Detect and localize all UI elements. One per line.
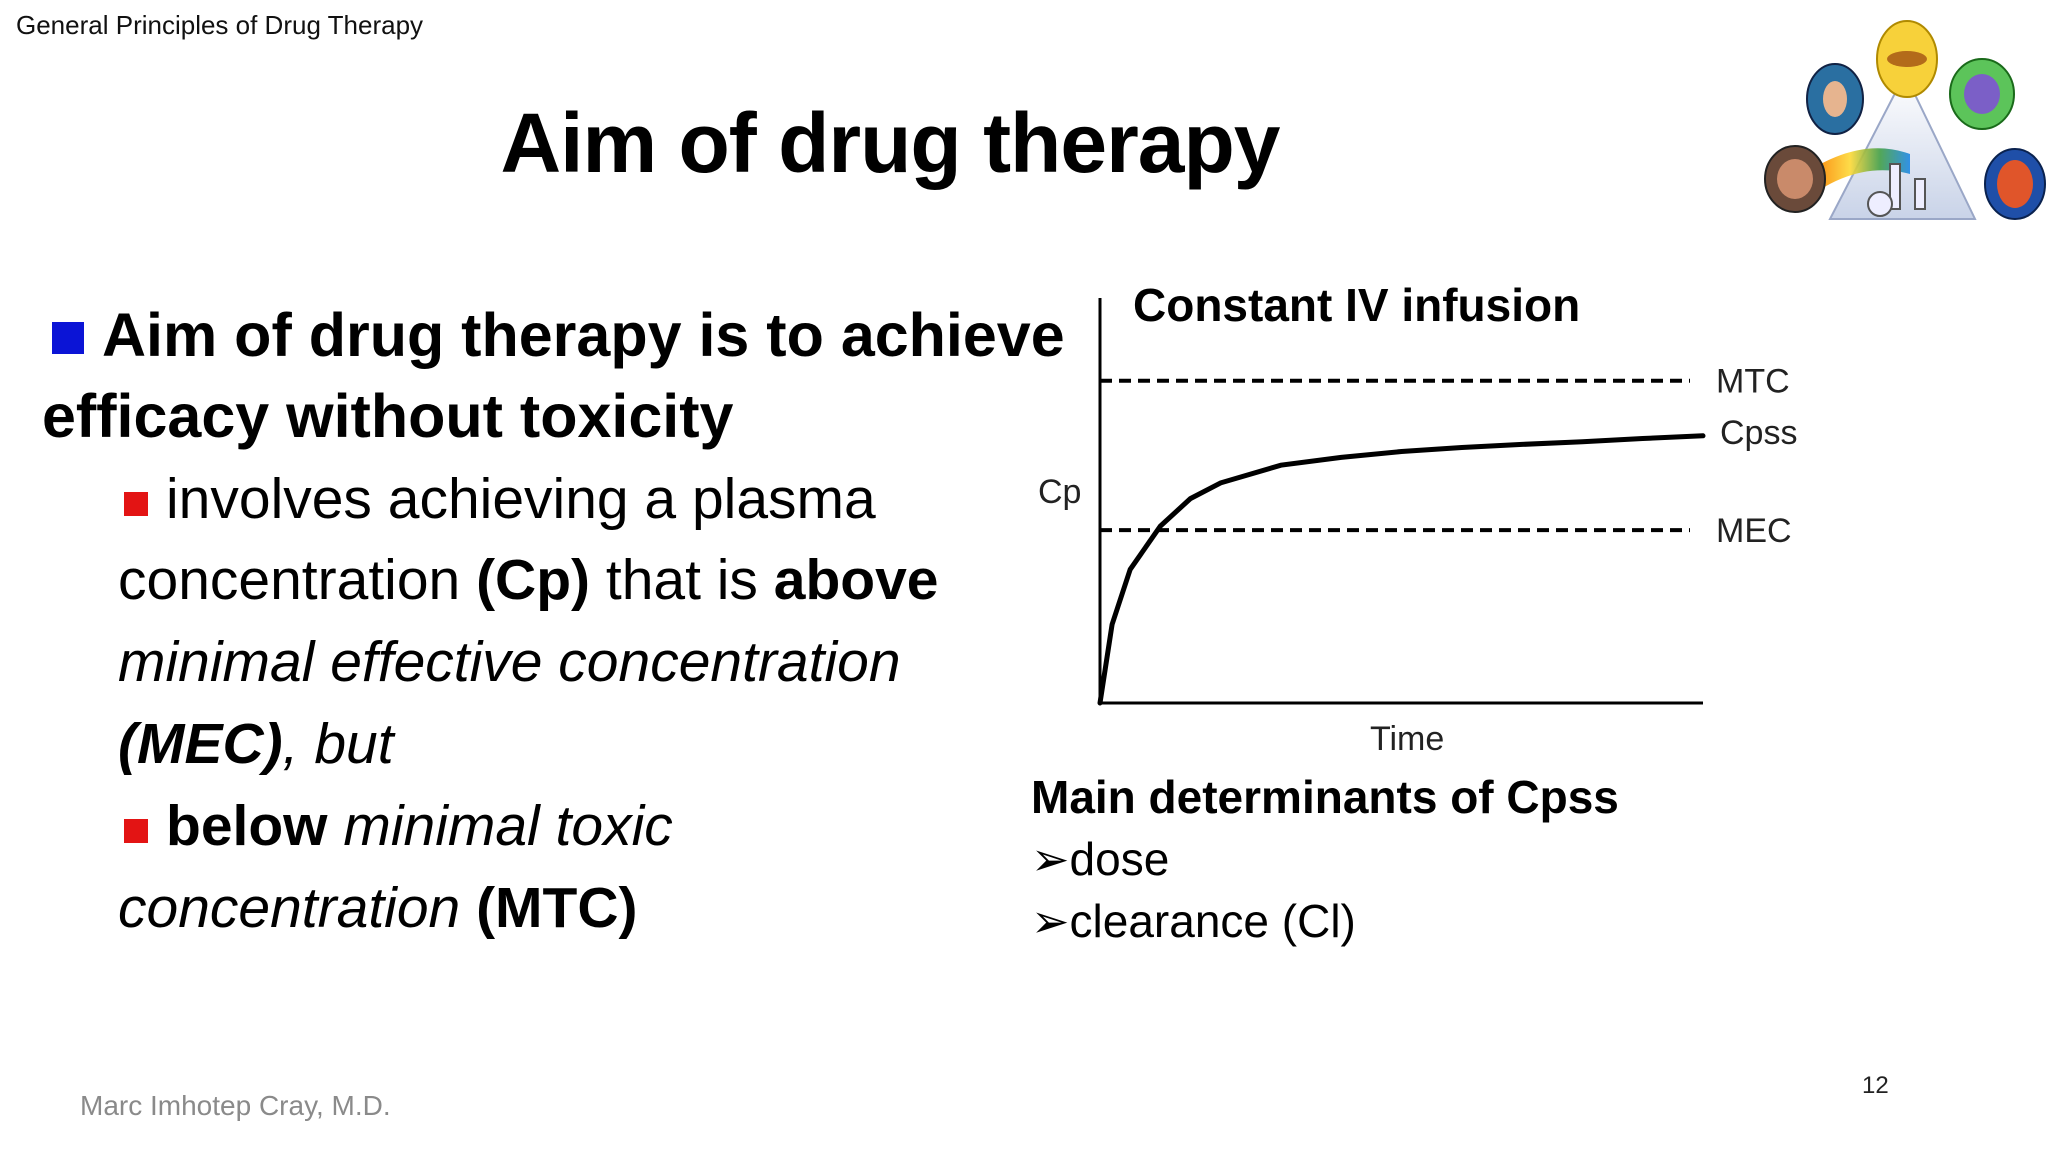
determinant-item: ➢clearance (Cl) (1031, 894, 1356, 948)
sub1-text-4b: , but (282, 712, 394, 776)
sub-bullet1-line2: concentration (Cp) that is above (118, 547, 939, 613)
cpss-label: Cpss (1720, 414, 1797, 452)
bullet-main-line1: Aim of drug therapy is to achieve (52, 300, 1065, 370)
header-text: General Principles of Drug Therapy (16, 10, 424, 40)
sub1-text-2c: that is (590, 548, 774, 612)
cp-time-chart: MTC Cpss MEC Cp Time (1038, 298, 1797, 758)
determinant-clearance: clearance (Cl) (1069, 895, 1356, 947)
cpss-curve (1097, 433, 1706, 706)
sub2-text-1b: minimal toxic (327, 794, 673, 858)
sub1-text-4a: (MEC) (118, 712, 283, 776)
sub2-text-2b: (MTC) (460, 876, 638, 940)
mec-label: MEC (1716, 512, 1792, 550)
slide-title: Aim of drug therapy (500, 96, 1280, 190)
sub1-text-2b: (Cp) (476, 548, 591, 612)
chart-title: Constant IV infusion (1133, 279, 1581, 331)
sub1-text-2a: concentration (118, 548, 477, 612)
bullet-main-line2: efficacy without toxicity (42, 382, 734, 450)
sub-bullet1-line4: (MEC), but (118, 711, 394, 777)
bullet-main-text-1: Aim of drug therapy is to achieve (102, 301, 1065, 369)
red-bullet-icon (124, 819, 148, 843)
determinants-title: Main determinants of Cpss (1031, 771, 1619, 823)
sub-bullet2-line1: below minimal toxic (124, 793, 673, 859)
sub1-text-1: involves achieving a plasma (166, 467, 876, 531)
arrow-bullet-icon: ➢ (1031, 833, 1070, 885)
determinant-dose: dose (1069, 833, 1170, 885)
y-axis-label: Cp (1038, 473, 1081, 511)
blue-bullet-icon (52, 322, 84, 354)
x-axis-label: Time (1370, 720, 1444, 758)
red-bullet-icon (124, 492, 148, 516)
sub-bullet2-line2: concentration (MTC) (118, 875, 638, 941)
sub2-text-2a: concentration (118, 876, 461, 940)
sub-bullet1-line1: involves achieving a plasma (124, 466, 876, 532)
arrow-bullet-icon: ➢ (1031, 895, 1070, 947)
mtc-label: MTC (1716, 363, 1790, 401)
sub-bullet1-line3: minimal effective concentration (118, 630, 901, 694)
determinant-item: ➢dose (1031, 832, 1169, 886)
sub1-text-2d: above (773, 548, 939, 612)
pharmacology-logo (1764, 20, 2046, 220)
footer-author: Marc Imhotep Cray, M.D. (80, 1090, 391, 1121)
sub2-text-1a: below (166, 794, 328, 858)
page-number: 12 (1862, 1072, 1889, 1099)
